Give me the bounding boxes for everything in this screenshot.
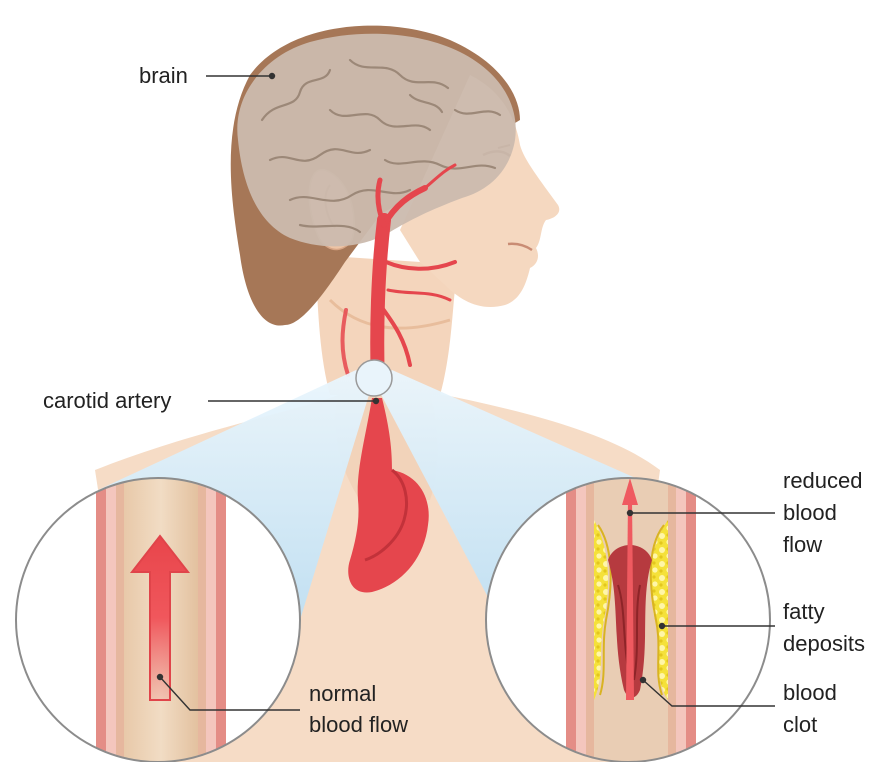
normal-blood-flow-label-line2: blood flow [309,709,408,740]
fatty-deposits-label-line2: deposits [783,628,865,659]
reduced-blood-flow-label-line3: flow [783,529,822,560]
blood-clot-label-line1: blood [783,677,837,708]
brain-label: brain [139,60,188,91]
normal-blood-flow-label-line1: normal [309,678,376,709]
reduced-blood-flow-label-line2: blood [783,497,837,528]
fatty-deposits-label-line1: fatty [783,596,825,627]
reduced-blood-flow-label-line1: reduced [783,465,863,496]
carotid-artery-label: carotid artery [43,385,171,416]
blood-clot-label-line2: clot [783,709,817,740]
